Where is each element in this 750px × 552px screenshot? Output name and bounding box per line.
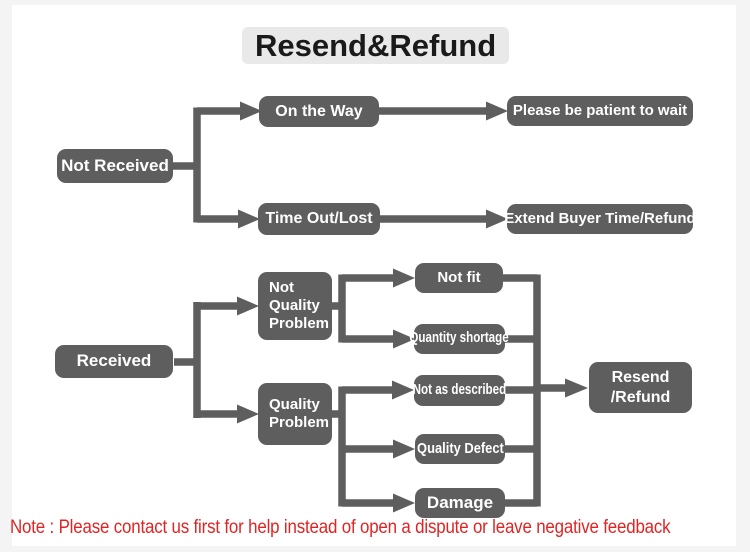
node-quality-defect: Quality Defect bbox=[415, 434, 505, 464]
arrowhead-icon bbox=[393, 268, 415, 288]
arrowhead-icon bbox=[392, 380, 414, 400]
node-received: Received bbox=[55, 345, 173, 378]
arrowhead-icon bbox=[240, 101, 262, 121]
node-not-as-described: Not as described bbox=[412, 375, 507, 406]
arrowhead-icon bbox=[238, 209, 260, 229]
node-label: Received bbox=[76, 351, 152, 371]
connector-collector-to-resend bbox=[502, 274, 588, 507]
arrowhead-icon bbox=[393, 493, 415, 513]
arrowhead-icon bbox=[237, 296, 259, 316]
node-time-out-lost: Time Out/Lost bbox=[258, 203, 380, 235]
arrowhead-icon bbox=[393, 439, 415, 459]
connector-quality-branch bbox=[331, 380, 415, 513]
node-label: Resend /Refund bbox=[610, 368, 671, 406]
node-label: Quality Defect bbox=[416, 439, 504, 457]
node-not-fit: Not fit bbox=[415, 263, 503, 293]
arrowhead-icon bbox=[486, 101, 508, 121]
connector-on-the-way-to-wait bbox=[378, 101, 508, 121]
node-on-the-way: On the Way bbox=[259, 96, 379, 127]
arrowhead-icon bbox=[565, 378, 588, 398]
arrowhead-icon bbox=[237, 404, 259, 424]
node-label: Damage bbox=[426, 492, 494, 512]
node-quantity-shortage: Quantity shortage bbox=[410, 324, 509, 354]
node-label: Not Received bbox=[61, 155, 169, 175]
connector-timeout-to-extend bbox=[379, 209, 508, 229]
node-label: Extend Buyer Time/Refund bbox=[504, 209, 696, 227]
connector-received-branch bbox=[174, 296, 259, 424]
arrowhead-icon bbox=[393, 329, 415, 349]
node-label: Not as described bbox=[412, 381, 507, 398]
node-label: Not Quality Problem bbox=[269, 278, 330, 333]
footer-note: Note : Please contact us first for help … bbox=[10, 517, 671, 538]
node-resend-refund: Resend /Refund bbox=[589, 362, 692, 413]
node-damage: Damage bbox=[415, 488, 505, 518]
node-quality-problem: Quality Problem bbox=[258, 383, 332, 445]
node-label: Quantity shortage bbox=[409, 330, 510, 347]
connector-not-received-branch bbox=[172, 101, 262, 229]
node-please-be-patient: Please be patient to wait bbox=[507, 96, 693, 126]
page-title: Resend&Refund bbox=[242, 27, 510, 64]
node-extend-buyer-time-refund: Extend Buyer Time/Refund bbox=[504, 204, 696, 234]
node-label: On the Way bbox=[275, 102, 363, 120]
node-label: Quality Problem bbox=[269, 395, 330, 431]
node-not-quality-problem: Not Quality Problem bbox=[258, 272, 332, 340]
node-label: Time Out/Lost bbox=[265, 210, 373, 228]
arrowhead-icon bbox=[486, 209, 508, 229]
node-label: Please be patient to wait bbox=[512, 101, 688, 119]
connector-not-quality-branch bbox=[331, 268, 415, 349]
node-not-received: Not Received bbox=[57, 149, 173, 183]
node-label: Not fit bbox=[437, 268, 481, 286]
